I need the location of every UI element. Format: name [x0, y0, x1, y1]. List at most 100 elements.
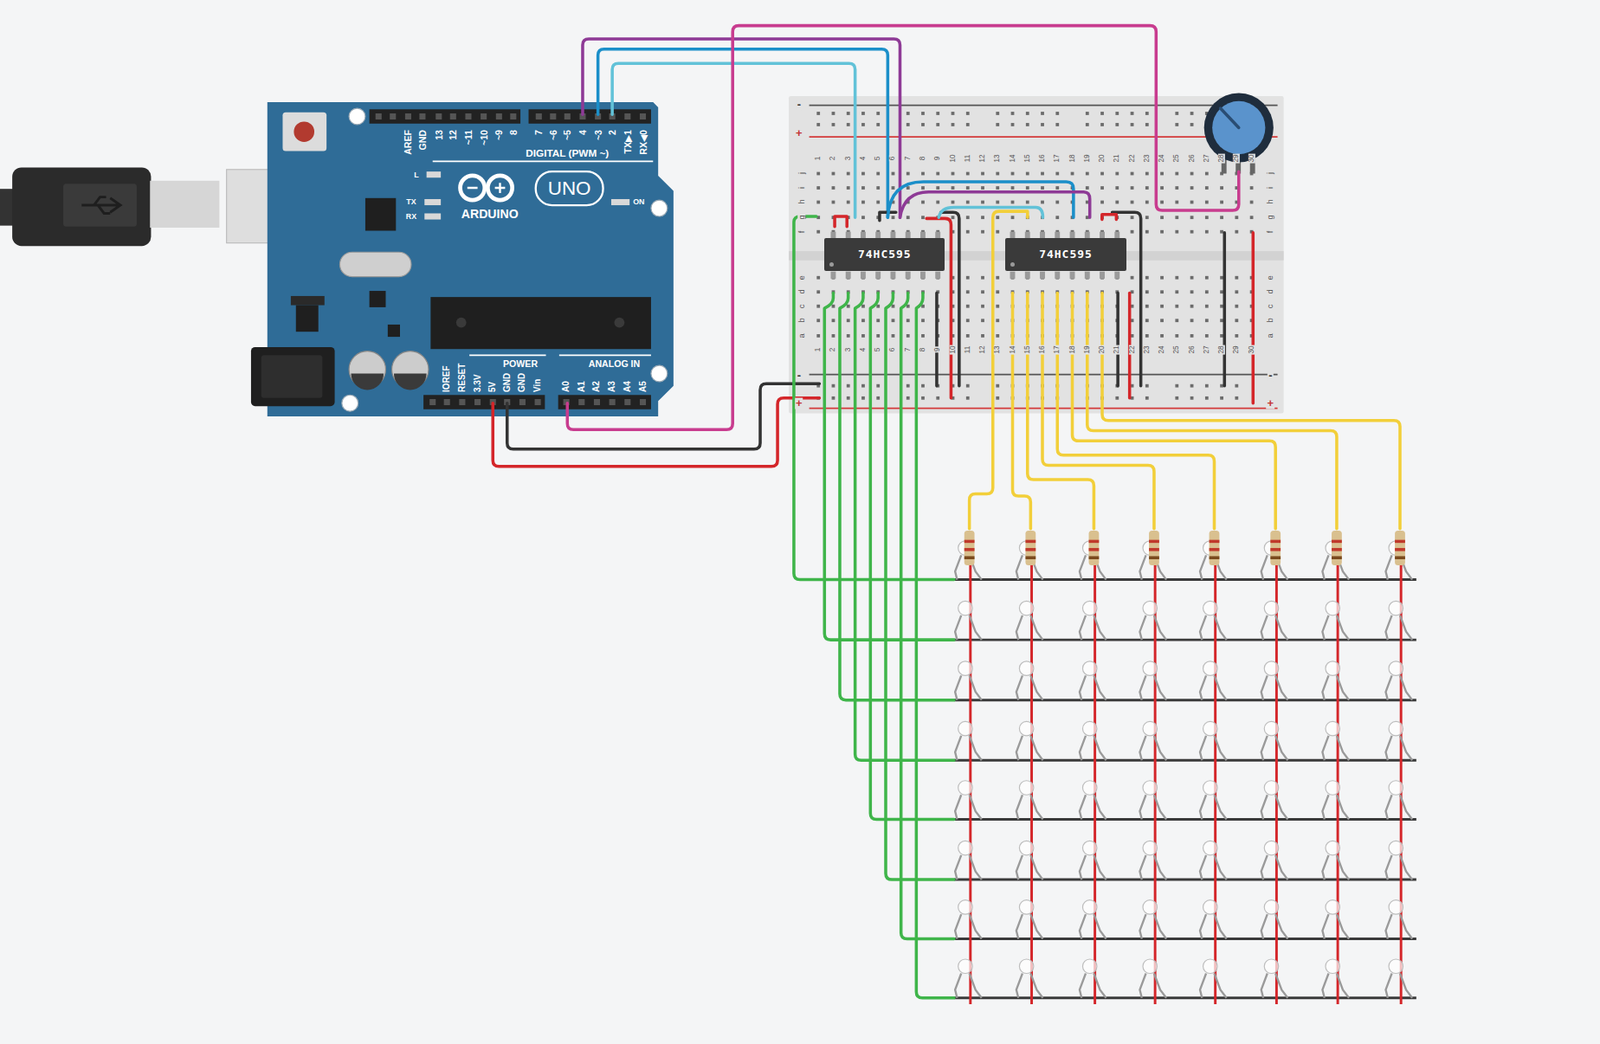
led-matrix	[1386, 780, 1413, 820]
breadboard-hole	[1234, 334, 1239, 338]
led-matrix	[1394, 548, 1406, 552]
led-matrix	[958, 959, 974, 975]
led-matrix	[954, 698, 1417, 702]
breadboard-hole	[1130, 111, 1135, 116]
breadboard-hole	[846, 396, 851, 400]
arduino-board	[535, 171, 604, 206]
breadboard-hole	[921, 318, 925, 323]
arduino-board	[290, 296, 325, 306]
breadboard-hole	[1025, 122, 1030, 127]
led-matrix	[1139, 615, 1167, 640]
breadboard-hole	[966, 318, 970, 323]
pin-label: Vin	[533, 378, 542, 392]
header-pin	[639, 399, 646, 406]
led-matrix	[1270, 555, 1281, 560]
column-number: 21	[1113, 345, 1121, 355]
breadboard-hole	[1145, 200, 1149, 205]
column-number: 22	[1128, 345, 1136, 355]
rail-sign: -	[796, 99, 802, 111]
breadboard-hole	[935, 122, 940, 127]
led-matrix	[958, 600, 974, 616]
led-matrix	[1386, 675, 1413, 700]
led-matrix	[1331, 540, 1342, 544]
led-matrix	[1200, 675, 1227, 700]
row-letter: h	[798, 199, 807, 206]
arduino-board	[529, 109, 652, 123]
led-matrix	[1025, 555, 1036, 560]
breadboard-hole	[1130, 230, 1135, 234]
column-number: 1	[814, 154, 822, 162]
led-matrix	[1322, 900, 1349, 940]
led-matrix	[954, 914, 982, 939]
led-matrix	[1079, 900, 1107, 940]
pin-label: GND	[418, 129, 428, 151]
pin-label: GND	[517, 372, 527, 392]
led-matrix	[1016, 661, 1044, 701]
chip-pin	[1084, 271, 1091, 279]
breadboard-hole	[846, 111, 851, 116]
column-number: 19	[1083, 345, 1091, 355]
chip-pin	[1039, 271, 1046, 279]
column-number: 10	[948, 153, 956, 163]
pin-label: A4	[623, 380, 633, 393]
arduino-board	[611, 199, 630, 206]
header-pin	[464, 113, 471, 120]
breadboard-hole	[1011, 111, 1015, 116]
breadboard-hole	[1234, 230, 1239, 234]
breadboard-hole	[906, 186, 910, 190]
led-matrix	[1142, 959, 1158, 975]
breadboard-hole	[1190, 230, 1194, 234]
led-matrix	[1079, 855, 1107, 880]
pin-label: ~11	[464, 129, 474, 145]
breadboard-hole	[921, 172, 925, 176]
column-number: 28	[1218, 345, 1226, 355]
led-matrix	[1261, 900, 1289, 940]
led-label: L	[413, 170, 419, 179]
breadboard-hole	[1160, 230, 1164, 234]
breadboard-hole	[1205, 396, 1209, 400]
column-number: 28	[1218, 153, 1226, 163]
breadboard-hole	[1205, 186, 1209, 190]
led-matrix	[1203, 959, 1219, 975]
breadboard-hole	[966, 230, 970, 234]
breadboard-hole	[1085, 122, 1090, 127]
breadboard-hole	[832, 396, 836, 400]
led-matrix	[954, 996, 1417, 1000]
led-matrix	[1082, 780, 1097, 796]
led-matrix	[1139, 914, 1167, 939]
breadboard-hole	[816, 122, 820, 127]
arduino-board	[341, 394, 359, 412]
header-pin	[375, 113, 382, 120]
breadboard-hole	[1011, 215, 1015, 220]
led-matrix	[1139, 735, 1167, 761]
header-pin	[593, 399, 600, 406]
led-matrix	[1142, 780, 1158, 796]
breadboard-hole	[1234, 304, 1239, 309]
column-number: 2	[829, 347, 837, 354]
led-matrix	[1139, 675, 1167, 700]
header-pin	[389, 113, 396, 120]
board-label: ARDUINO	[461, 207, 519, 220]
breadboard-hole	[1145, 111, 1149, 116]
breadboard-hole	[816, 111, 1253, 400]
breadboard-hole	[1174, 186, 1179, 190]
header-pin	[509, 113, 517, 120]
row-letter: i	[1266, 186, 1275, 190]
led-matrix	[1079, 959, 1107, 999]
header-pin	[519, 399, 526, 406]
led-matrix	[1386, 959, 1413, 999]
led-matrix	[1386, 974, 1413, 999]
breadboard-hole	[861, 396, 865, 400]
arduino-board	[430, 296, 652, 349]
breadboard-hole	[816, 290, 820, 294]
breadboard-hole	[1145, 122, 1149, 127]
breadboard-hole	[1174, 111, 1179, 116]
column-number: 6	[889, 347, 897, 354]
breadboard-hole	[1115, 186, 1119, 190]
header-pin	[405, 113, 412, 120]
led-matrix	[1082, 721, 1097, 736]
led-matrix	[1261, 721, 1289, 761]
breadboard-hole	[846, 200, 851, 205]
led-label: RX	[406, 212, 417, 220]
led-matrix	[1200, 661, 1227, 701]
